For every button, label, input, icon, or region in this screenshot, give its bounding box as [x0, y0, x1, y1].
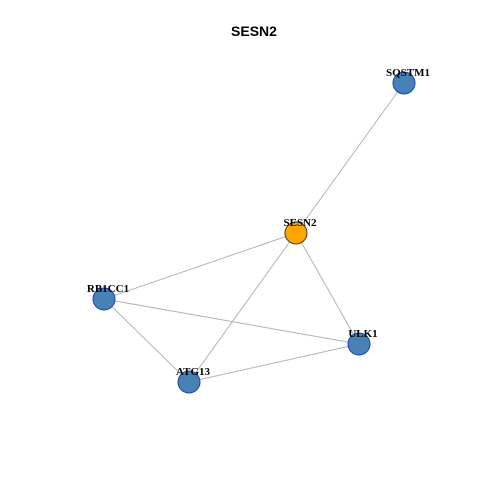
edge-rb1cc1-ulk1	[103, 298, 360, 345]
node-label-rb1cc1: RB1CC1	[87, 283, 129, 295]
graph-title: SESN2	[231, 23, 277, 39]
edge-rb1cc1-atg13	[103, 298, 190, 383]
node-label-ulk1: ULK1	[348, 328, 377, 340]
edge-sesn2-ulk1	[295, 232, 360, 345]
edge-sesn2-atg13	[188, 232, 297, 383]
node-layer	[92, 71, 416, 394]
node-label-atg13: ATG13	[176, 366, 211, 378]
node-label-sesn2: SESN2	[283, 217, 317, 229]
node-label-sqstm1: SQSTM1	[386, 67, 430, 79]
edge-sqstm1-sesn2	[295, 82, 405, 234]
node-rb1cc1[interactable]	[92, 287, 116, 311]
node-ulk1[interactable]	[347, 332, 371, 356]
node-atg13[interactable]	[177, 370, 201, 394]
edge-layer	[103, 82, 405, 383]
edge-sesn2-rb1cc1	[103, 232, 297, 300]
edge-atg13-ulk1	[188, 343, 360, 383]
node-sqstm1[interactable]	[392, 71, 416, 95]
node-sesn2[interactable]	[284, 221, 308, 245]
